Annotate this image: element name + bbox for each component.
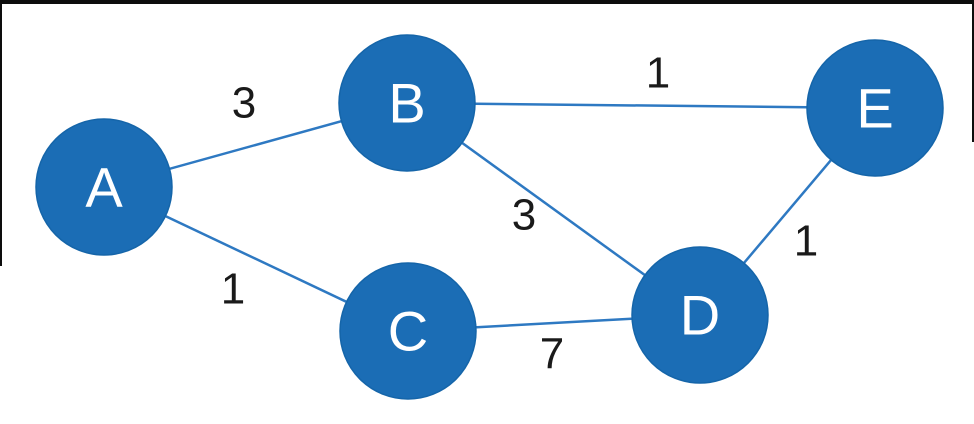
graph-node-e: [806, 39, 944, 177]
edge-line-b-e: [406, 101, 876, 110]
edge-weight-a-b: 3: [232, 79, 256, 128]
edge-weight-c-d: 7: [540, 330, 564, 379]
node-label-b: B: [388, 72, 425, 135]
edge-weight-a-c: 1: [221, 265, 245, 314]
edge-weight-b-e: 1: [646, 49, 670, 98]
window-frame-left-border: [0, 0, 2, 266]
edge-weight-d-e: 1: [794, 217, 818, 266]
window-frame-right-border: [972, 0, 974, 142]
node-label-a: A: [85, 156, 123, 219]
node-label-c: C: [388, 300, 428, 363]
graph-node-d: [631, 246, 769, 384]
node-label-e: E: [856, 77, 893, 140]
graph-node-c: [339, 262, 477, 400]
edge-weight-b-d: 3: [512, 191, 536, 240]
node-label-d: D: [680, 284, 720, 347]
graph-node-b: [338, 34, 476, 172]
graph-node-a: [35, 118, 173, 256]
window-frame-top-border: [0, 0, 974, 4]
